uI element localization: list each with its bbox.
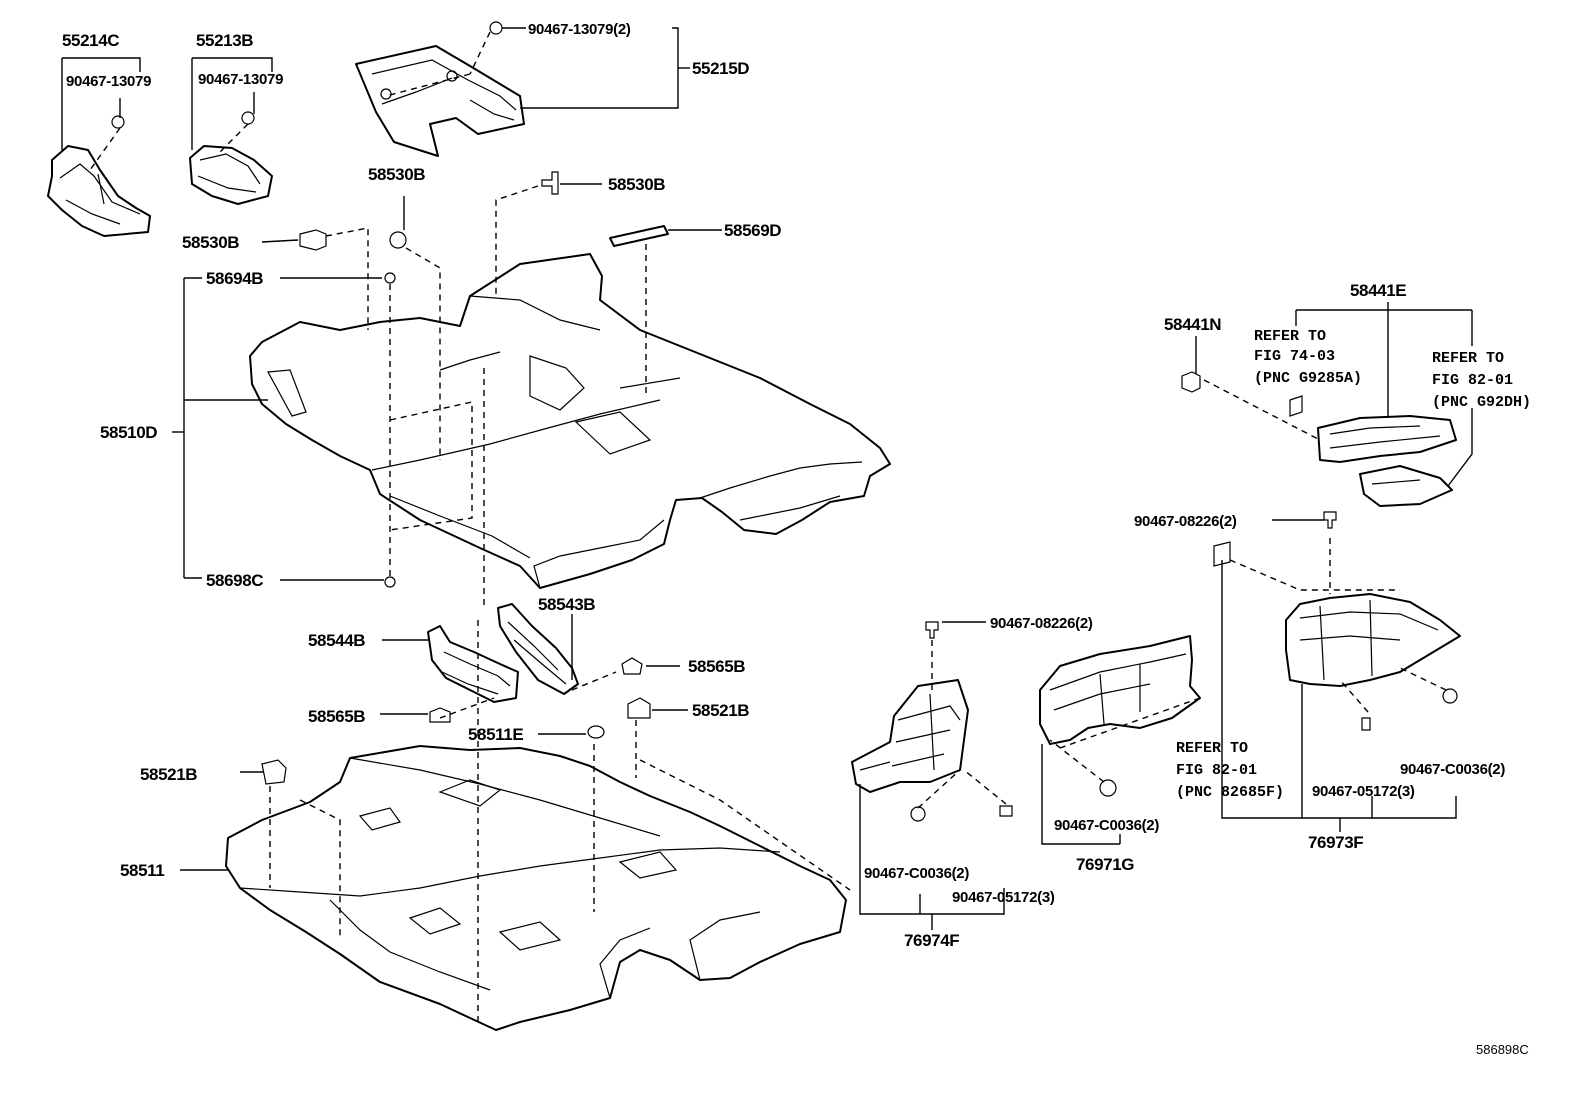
part-58511-silencer xyxy=(225,745,847,1031)
ref2-line2: FIG 82-01 xyxy=(1432,372,1513,389)
clip-icons-mid xyxy=(261,657,651,785)
reference-note-1: REFER TO FIG 74-03 (PNC G9285A) xyxy=(1254,328,1362,387)
label-55214C: 55214C xyxy=(62,31,119,50)
label-58521B-a: 58521B xyxy=(692,701,749,720)
label-58511E: 58511E xyxy=(468,725,523,744)
label-76973F: 76973F xyxy=(1308,833,1363,852)
clip-icons-76974F xyxy=(910,621,1013,822)
label-76974F: 76974F xyxy=(904,931,959,950)
ref2-line3: (PNC G92DH) xyxy=(1432,394,1531,411)
clip-icons-top xyxy=(111,21,559,588)
label-55213B: 55213B xyxy=(196,31,253,50)
label-58530B-a: 58530B xyxy=(368,165,425,184)
label-90467-13079-b: 90467-13079 xyxy=(198,71,283,88)
label-90467-05172-a: 90467-05172(3) xyxy=(952,889,1055,906)
label-58530B-c: 58530B xyxy=(182,233,239,252)
ref3-line1: REFER TO xyxy=(1176,740,1248,757)
ref1-line3: (PNC G9285A) xyxy=(1254,370,1362,387)
ref2-line1: REFER TO xyxy=(1432,350,1504,367)
label-58694B: 58694B xyxy=(206,269,263,288)
dashed-lines xyxy=(89,31,1447,1022)
label-58544B: 58544B xyxy=(308,631,365,650)
label-90467-C0036-c: 90467-C0036(2) xyxy=(1400,761,1505,778)
label-90467-13079-2: 90467-13079(2) xyxy=(528,21,631,38)
label-90467-C0036-b: 90467-C0036(2) xyxy=(1054,817,1159,834)
part-58569D-strip xyxy=(609,225,669,247)
label-58521B-b: 58521B xyxy=(140,765,197,784)
clip-icons-right xyxy=(1181,371,1458,731)
part-58543B-bracket xyxy=(497,603,579,695)
ref1-line1: REFER TO xyxy=(1254,328,1326,345)
label-58565B-b: 58565B xyxy=(308,707,365,726)
ref3-line2: FIG 82-01 xyxy=(1176,762,1257,779)
clip-icons-76971G xyxy=(1099,779,1117,797)
part-labels: 55214C 55213B 90467-13079 90467-13079 90… xyxy=(62,21,1529,1057)
label-90467-C0036-a: 90467-C0036(2) xyxy=(864,865,969,882)
part-58441E-trim xyxy=(1317,415,1457,507)
label-58698C: 58698C xyxy=(206,571,263,590)
part-58544B-bracket xyxy=(427,625,519,703)
ref3-line3: (PNC 82685F) xyxy=(1176,784,1284,801)
label-58565B-a: 58565B xyxy=(688,657,745,676)
ref1-line2: FIG 74-03 xyxy=(1254,348,1335,365)
label-58441E: 58441E xyxy=(1350,281,1406,300)
part-76971G-panel xyxy=(1039,635,1201,745)
label-55215D: 55215D xyxy=(692,59,749,78)
label-90467-08226-a: 90467-08226(2) xyxy=(1134,513,1237,530)
leader-lines xyxy=(61,27,1473,930)
label-90467-08226-b: 90467-08226(2) xyxy=(990,615,1093,632)
reference-note-2: REFER TO FIG 82-01 (PNC G92DH) xyxy=(1432,350,1531,411)
part-55215D-panel xyxy=(355,45,525,157)
label-58569D: 58569D xyxy=(724,221,781,240)
label-90467-13079-a: 90467-13079 xyxy=(66,73,151,90)
reference-note-3: REFER TO FIG 82-01 (PNC 82685F) xyxy=(1176,740,1284,801)
label-76971G: 76971G xyxy=(1076,855,1134,874)
part-76973F-trim xyxy=(1285,593,1461,687)
diagram-id: 586898C xyxy=(1476,1042,1529,1057)
part-58510D-carpet xyxy=(249,253,891,589)
label-58543B: 58543B xyxy=(538,595,595,614)
part-55214C-panel xyxy=(47,145,151,237)
label-58510D: 58510D xyxy=(100,423,157,442)
label-58511: 58511 xyxy=(120,861,164,880)
label-58441N: 58441N xyxy=(1164,315,1221,334)
label-90467-05172-b: 90467-05172(3) xyxy=(1312,783,1415,800)
label-58530B-b: 58530B xyxy=(608,175,665,194)
part-76974F-panel xyxy=(851,679,969,793)
part-55213B-panel xyxy=(189,145,273,205)
